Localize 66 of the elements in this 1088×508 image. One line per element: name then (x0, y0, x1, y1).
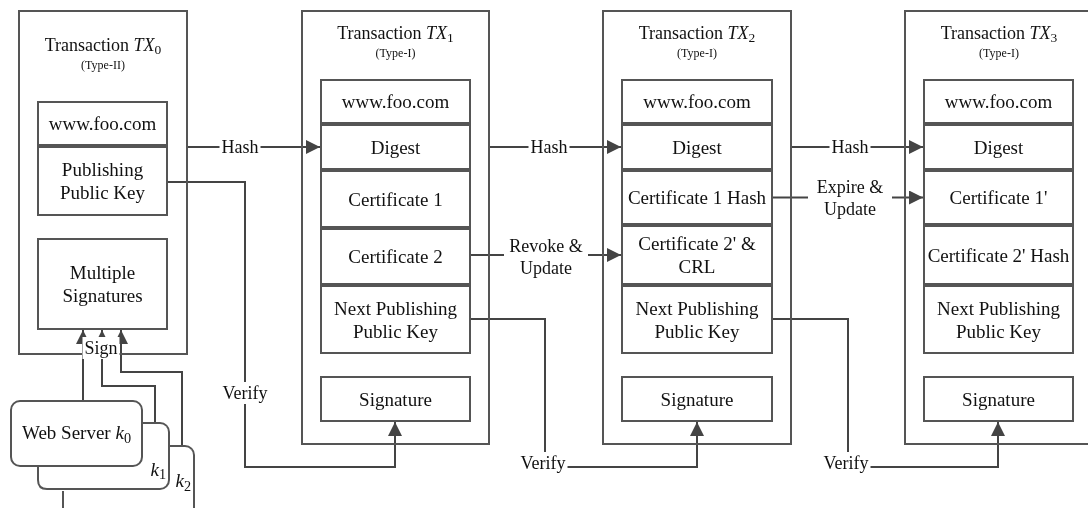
transaction-type: (Type-II) (81, 57, 125, 74)
field-box (320, 376, 471, 422)
field-label: Digest (672, 135, 722, 159)
server-label: k$_{2}$ (175, 469, 191, 496)
edge-label: Sign (82, 337, 120, 359)
arrow (470, 318, 704, 468)
field-label: Certificate 1 Hash (627, 186, 767, 209)
field-box (320, 170, 471, 228)
field-label: Certificate 2' & CRL (637, 232, 757, 278)
transaction-box (602, 10, 792, 445)
server-label: k$_{1}$ (150, 457, 166, 484)
field-label: Certificate 2 (348, 245, 443, 268)
field-label: Next Publishing Public Key (333, 296, 458, 343)
field-label: Signature (359, 387, 432, 411)
transaction-box (904, 10, 1088, 445)
field-box (320, 285, 471, 354)
arrow (772, 318, 1005, 468)
field-label: www.foo.com (341, 90, 450, 113)
field-box (621, 285, 773, 354)
field-box (621, 170, 773, 225)
transaction-title: Transaction TX$_{1}$ (337, 22, 454, 44)
transaction-box (301, 10, 490, 445)
field-box (621, 124, 773, 170)
field-label: Signature (962, 387, 1035, 411)
field-label: Digest (370, 135, 421, 159)
field-box (320, 79, 471, 124)
field-box (923, 285, 1074, 354)
field-box (37, 146, 168, 216)
edge-label: Verify (518, 452, 568, 474)
field-label: Signature (660, 387, 734, 411)
server-box (10, 400, 143, 467)
transaction-title: Transaction TX$_{3}$ (940, 22, 1058, 44)
field-label: Certificate 2' Hash (927, 243, 1070, 267)
field-label: Multiple Signatures (61, 261, 144, 307)
transaction-type: (Type-I) (979, 45, 1019, 62)
arrow (167, 181, 402, 468)
field-box (621, 79, 773, 124)
field-box (923, 124, 1074, 170)
transaction-type: (Type-I) (375, 45, 416, 62)
transaction-title: Transaction TX$_{0}$ (44, 34, 162, 56)
field-box (37, 101, 168, 146)
field-box (621, 225, 773, 285)
field-label: Next Publishing Public Key (634, 296, 760, 343)
field-label: www.foo.com (643, 90, 751, 113)
field-box (37, 238, 168, 330)
field-box (923, 170, 1074, 225)
field-box (923, 225, 1074, 285)
field-box (923, 79, 1074, 124)
field-label: Publishing Public Key (59, 158, 146, 204)
server-box (168, 445, 195, 508)
server-box (141, 422, 170, 490)
transaction-type: (Type-I) (677, 45, 717, 62)
edge-label: Verify (220, 382, 270, 404)
field-box (923, 376, 1074, 422)
field-label: Next Publishing Public Key (936, 296, 1061, 343)
field-label: www.foo.com (944, 90, 1053, 113)
field-label: Certificate 1' (949, 186, 1048, 209)
edge-label: Verify (821, 452, 871, 474)
field-box (320, 228, 471, 285)
field-box (320, 124, 471, 170)
server-label: Web Server k$_{0}$ (22, 421, 131, 448)
field-box (621, 376, 773, 422)
field-label: Digest (973, 135, 1024, 159)
transaction-title: Transaction TX$_{2}$ (638, 22, 756, 44)
field-label: Certificate 1 (348, 187, 443, 211)
field-label: www.foo.com (48, 112, 157, 135)
